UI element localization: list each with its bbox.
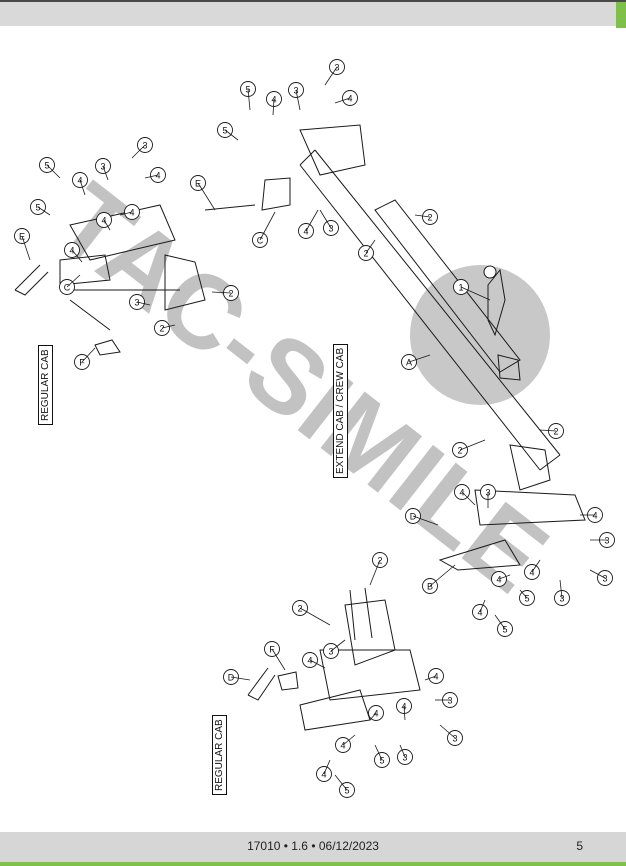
callout-label: 4 <box>303 226 308 236</box>
leader-line <box>299 607 331 626</box>
leader-line <box>271 648 286 671</box>
label-regular-cab-top: REGULAR CAB <box>38 345 53 425</box>
callout-label: 3 <box>328 646 333 656</box>
callout-label: 5 <box>344 785 349 795</box>
callout-label: 3 <box>402 752 407 762</box>
leader-line <box>71 249 83 263</box>
document-info: 17010 • 1.6 • 06/12/2023 <box>247 839 379 853</box>
callout-label: B <box>427 581 433 591</box>
leader-line <box>323 759 331 775</box>
leader-line <box>494 614 506 630</box>
callout-label: 2 <box>457 445 462 455</box>
callout-label: 4 <box>340 740 345 750</box>
leader-line <box>365 239 376 254</box>
callout-label: C <box>64 282 71 292</box>
label-extend-crew-cab: EXTEND CAB / CREW CAB <box>333 343 348 478</box>
leader-line <box>519 589 528 599</box>
leader-line <box>102 165 109 181</box>
leader-line <box>408 354 431 363</box>
callout-label: 3 <box>559 593 564 603</box>
leader-line <box>21 235 31 261</box>
leader-line <box>144 174 159 179</box>
leader-line <box>131 144 146 159</box>
leader-line <box>319 209 332 229</box>
leader-line <box>479 599 486 613</box>
leader-line <box>103 219 111 231</box>
leader-line <box>439 724 456 739</box>
leader-line <box>46 164 61 179</box>
leader-lines <box>21 66 607 791</box>
leader-line <box>197 182 216 211</box>
leader-line <box>259 211 276 241</box>
leader-line <box>498 574 511 580</box>
leader-line <box>334 97 351 104</box>
callout-label: A <box>406 357 412 367</box>
installation-diagram: TAC-SIMILE 34345534354544432222431223443… <box>14 59 615 798</box>
leader-line <box>559 579 563 599</box>
leader-line <box>305 209 319 232</box>
leader-line <box>374 744 383 761</box>
callout-label: 4 <box>496 574 501 584</box>
callout-label: 2 <box>427 212 432 222</box>
leader-line <box>272 98 275 116</box>
callout-label: 3 <box>602 573 607 583</box>
regular-cab-bottom-assembly <box>247 587 421 731</box>
leader-line <box>330 639 346 652</box>
callout-label: 4 <box>529 567 534 577</box>
callout-label: C <box>257 235 264 245</box>
leader-line <box>342 734 356 746</box>
callout-label: 2 <box>159 323 164 333</box>
leader-line <box>459 439 486 451</box>
footer-accent-line <box>0 862 626 866</box>
leader-line <box>324 66 338 86</box>
leader-line <box>369 712 377 721</box>
leader-line <box>211 291 232 294</box>
leader-line <box>334 774 348 791</box>
leader-line <box>589 569 606 579</box>
leader-line <box>429 564 456 587</box>
leader-line <box>461 491 476 506</box>
page-number: 5 <box>576 839 583 853</box>
label-regular-cab-bottom: REGULAR CAB <box>212 715 227 795</box>
leader-line <box>37 206 51 216</box>
watermark-circle <box>410 265 550 405</box>
extend-cab-assembly <box>204 124 586 571</box>
leader-line <box>79 179 86 196</box>
leader-line <box>136 301 151 306</box>
callout-label: 2 <box>553 426 558 436</box>
leader-line <box>424 675 437 681</box>
callout-label: F <box>79 357 85 367</box>
leader-line <box>539 429 557 432</box>
callout-label: 4 <box>321 769 326 779</box>
callout-label: 3 <box>452 733 457 743</box>
callout-label: 2 <box>363 248 368 258</box>
leader-line <box>399 744 406 758</box>
header-bar <box>0 0 626 28</box>
leader-line <box>460 286 491 301</box>
leader-line <box>247 88 251 111</box>
leader-line <box>403 705 406 721</box>
callout-label: 3 <box>328 223 333 233</box>
leader-line <box>295 89 301 111</box>
leader-line <box>81 347 96 363</box>
leader-line <box>369 559 381 586</box>
leader-line <box>161 324 176 329</box>
leader-line <box>531 559 541 573</box>
leader-line <box>119 211 133 216</box>
callout-label: 5 <box>379 755 384 765</box>
callout-label: 4 <box>477 607 482 617</box>
leader-line <box>66 274 81 288</box>
leader-line <box>309 659 326 669</box>
leader-line <box>230 676 251 681</box>
header-accent <box>616 2 626 28</box>
footer-bar <box>0 832 626 862</box>
callout-label: 5 <box>524 593 529 603</box>
leader-line <box>412 515 439 526</box>
leader-line <box>414 214 431 218</box>
callout-label: 5 <box>502 624 507 634</box>
leader-line <box>224 129 239 141</box>
callout-label: 2 <box>228 288 233 298</box>
